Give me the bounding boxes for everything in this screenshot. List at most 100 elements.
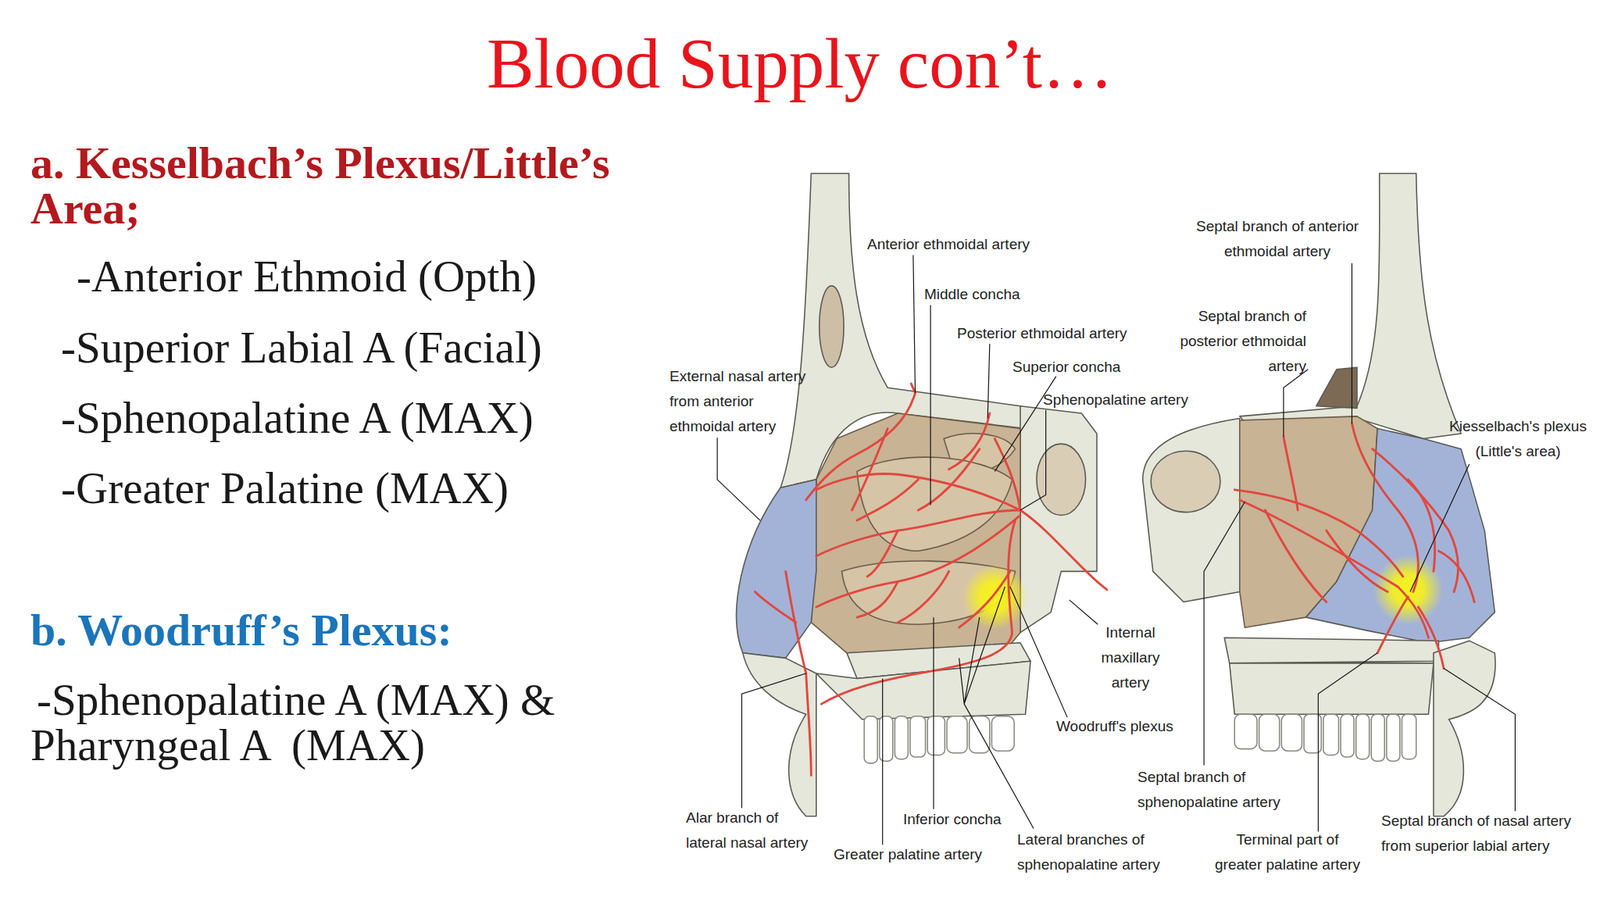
artery <box>1264 510 1326 603</box>
sphenoid-sinus <box>1150 450 1221 512</box>
teeth <box>946 716 968 754</box>
teeth <box>1323 714 1340 755</box>
anatomy-label: Middle concha <box>924 282 1021 308</box>
leader-line <box>1010 586 1068 718</box>
leader-line <box>1410 464 1470 592</box>
teeth <box>1234 714 1258 749</box>
leader-line <box>717 437 761 521</box>
sphenoid-bone <box>1142 417 1240 602</box>
anatomy-label: Anterior ethmoidal artery <box>867 232 1030 258</box>
list-item: -Sphenopalatine A (MAX) & Pharyngeal A (… <box>30 677 640 768</box>
artery <box>1283 436 1298 511</box>
list-item: -Superior Labial A (Facial) <box>60 325 543 371</box>
artery <box>754 383 1475 776</box>
frontal-sinus <box>819 285 844 368</box>
plexus-highlight <box>962 564 1029 630</box>
septum-section <box>1142 173 1496 817</box>
artery <box>1234 489 1403 577</box>
teeth <box>1281 714 1302 751</box>
artery <box>959 571 1011 628</box>
anatomy-label: Sphenopalatine artery <box>1042 387 1189 413</box>
lateral-wall-section <box>736 173 1097 817</box>
artery <box>1326 530 1388 592</box>
artery <box>1407 479 1435 572</box>
artery <box>1417 607 1444 668</box>
crista-galli <box>1316 367 1358 408</box>
teeth <box>910 716 926 758</box>
slide-title: Blood Supply con’t… <box>0 25 1600 104</box>
artery <box>1239 500 1429 638</box>
artery <box>821 520 1015 704</box>
nasal-frontal-bone <box>1239 173 1461 440</box>
artery <box>806 673 812 776</box>
middle-concha <box>857 457 1013 551</box>
vestibule-skin <box>736 479 817 659</box>
teeth <box>927 716 945 756</box>
anatomy-label: External nasal artery from anterior ethm… <box>669 364 815 440</box>
leader-line <box>1283 369 1308 437</box>
leader-line <box>959 586 1034 829</box>
anatomy-label: Septal branch of nasal artery from super… <box>1381 808 1597 859</box>
artery <box>1372 449 1459 593</box>
nasal-illustration <box>717 173 1515 845</box>
anatomy-label: Inferior concha <box>903 807 1002 833</box>
teeth <box>894 716 908 760</box>
leader-line <box>913 255 916 393</box>
leader-line <box>1351 263 1353 424</box>
plexus-highlight <box>962 554 1443 629</box>
leader-line <box>1443 667 1515 811</box>
leader-line <box>994 376 1056 472</box>
leader-line <box>929 304 931 505</box>
teeth <box>879 716 893 761</box>
sphenoid-sinus <box>1036 443 1086 515</box>
artery <box>917 449 979 511</box>
list-item: -Anterior Ethmoid (Opth) <box>76 253 537 300</box>
teeth <box>1401 714 1416 759</box>
artery <box>949 413 990 470</box>
artery <box>1377 596 1408 654</box>
leader-line <box>987 343 990 418</box>
artery <box>852 428 889 511</box>
leader-line <box>1203 502 1245 766</box>
leader-line <box>1069 600 1099 625</box>
artery <box>816 515 1021 608</box>
anatomy-label: Posterior ethmoidal artery <box>957 321 1128 347</box>
anatomy-label: Internal maxillary artery <box>1091 620 1170 696</box>
artery <box>816 510 1021 557</box>
teeth <box>969 716 990 754</box>
anatomy-label: Septal branch of posterior ethmoidal art… <box>1161 303 1307 379</box>
section-heading: b. Woodruff’s Plexus: <box>30 607 453 654</box>
artery <box>897 571 949 622</box>
anatomy-label: Terminal part of greater palatine artery <box>1212 827 1363 878</box>
artery <box>1351 423 1418 592</box>
teeth <box>864 716 878 764</box>
anatomy-label: Lateral branches of sphenopalatine arter… <box>1017 827 1174 878</box>
anatomy-label: Septal branch of sphenopalatine artery <box>1137 764 1298 815</box>
anatomy-label: Septal branch of anterior ethmoidal arte… <box>1183 214 1372 265</box>
artery <box>1438 550 1475 602</box>
artery <box>806 392 916 500</box>
artery <box>910 383 915 393</box>
teeth <box>1259 714 1280 751</box>
teeth <box>1371 714 1385 761</box>
teeth <box>864 716 1015 764</box>
leader-line <box>717 255 1515 846</box>
anatomy-label: Alar branch of lateral nasal artery <box>685 805 814 856</box>
artery <box>994 439 1021 511</box>
list-item: -Sphenopalatine A (MAX) <box>60 395 534 441</box>
artery <box>857 479 918 521</box>
section-heading: a. Kesselbach’s Plexus/Little’s Area; <box>30 140 679 232</box>
anatomy-label: Woodruff's plexus <box>1056 714 1174 740</box>
teeth <box>1340 714 1354 758</box>
list-item: -Greater Palatine (MAX) <box>60 465 509 511</box>
hard-palate <box>1224 637 1439 664</box>
artery <box>867 530 898 577</box>
teeth <box>1234 714 1416 761</box>
teeth <box>1356 714 1370 759</box>
leader-line <box>741 673 806 808</box>
alveolar-bone <box>1229 663 1434 715</box>
anatomy-label: Superior concha <box>1012 354 1121 380</box>
artery <box>857 581 898 618</box>
leader-line <box>932 617 934 810</box>
